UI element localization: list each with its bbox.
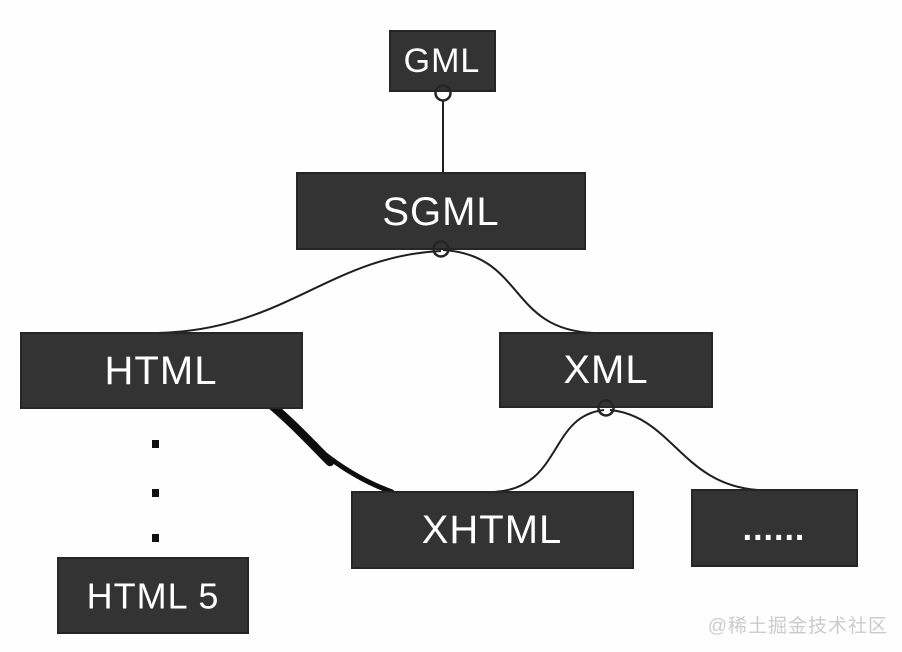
port-circle-gml bbox=[434, 84, 452, 102]
node-xml: XML bbox=[499, 332, 713, 408]
node-html-label: HTML bbox=[105, 349, 218, 393]
watermark-text: @稀土掘金技术社区 bbox=[707, 616, 888, 637]
node-more-label: ...... bbox=[743, 510, 806, 548]
node-html: HTML bbox=[20, 332, 303, 409]
node-gml: GML bbox=[389, 30, 496, 92]
node-gml-label: GML bbox=[404, 42, 481, 80]
ellipsis-dot bbox=[152, 534, 159, 542]
node-xhtml-box bbox=[351, 491, 634, 569]
node-xhtml: XHTML bbox=[351, 491, 634, 569]
node-sgml: SGML bbox=[296, 172, 586, 250]
node-sgml-box bbox=[296, 172, 586, 250]
port-circle-sgml bbox=[432, 240, 450, 258]
edge-xml-xhtml bbox=[493, 409, 605, 493]
node-more-box bbox=[691, 489, 858, 567]
node-gml-box bbox=[389, 30, 496, 92]
edge-xml-more bbox=[609, 409, 759, 491]
node-html5: HTML 5 bbox=[57, 557, 249, 634]
edge-sgml-xml bbox=[442, 249, 595, 334]
node-html-box bbox=[20, 332, 303, 409]
ellipsis-dot bbox=[152, 440, 159, 448]
node-xml-label: XML bbox=[563, 348, 648, 392]
node-html5-box bbox=[57, 557, 249, 634]
ellipsis-dot bbox=[152, 489, 159, 497]
node-html5-label: HTML 5 bbox=[87, 576, 220, 617]
node-xml-box bbox=[499, 332, 713, 408]
edge-sgml-html bbox=[157, 250, 442, 334]
port-circle-xml bbox=[597, 399, 615, 417]
node-more: ...... bbox=[691, 489, 858, 567]
node-xhtml-label: XHTML bbox=[422, 508, 563, 552]
node-sgml-label: SGML bbox=[382, 190, 499, 234]
